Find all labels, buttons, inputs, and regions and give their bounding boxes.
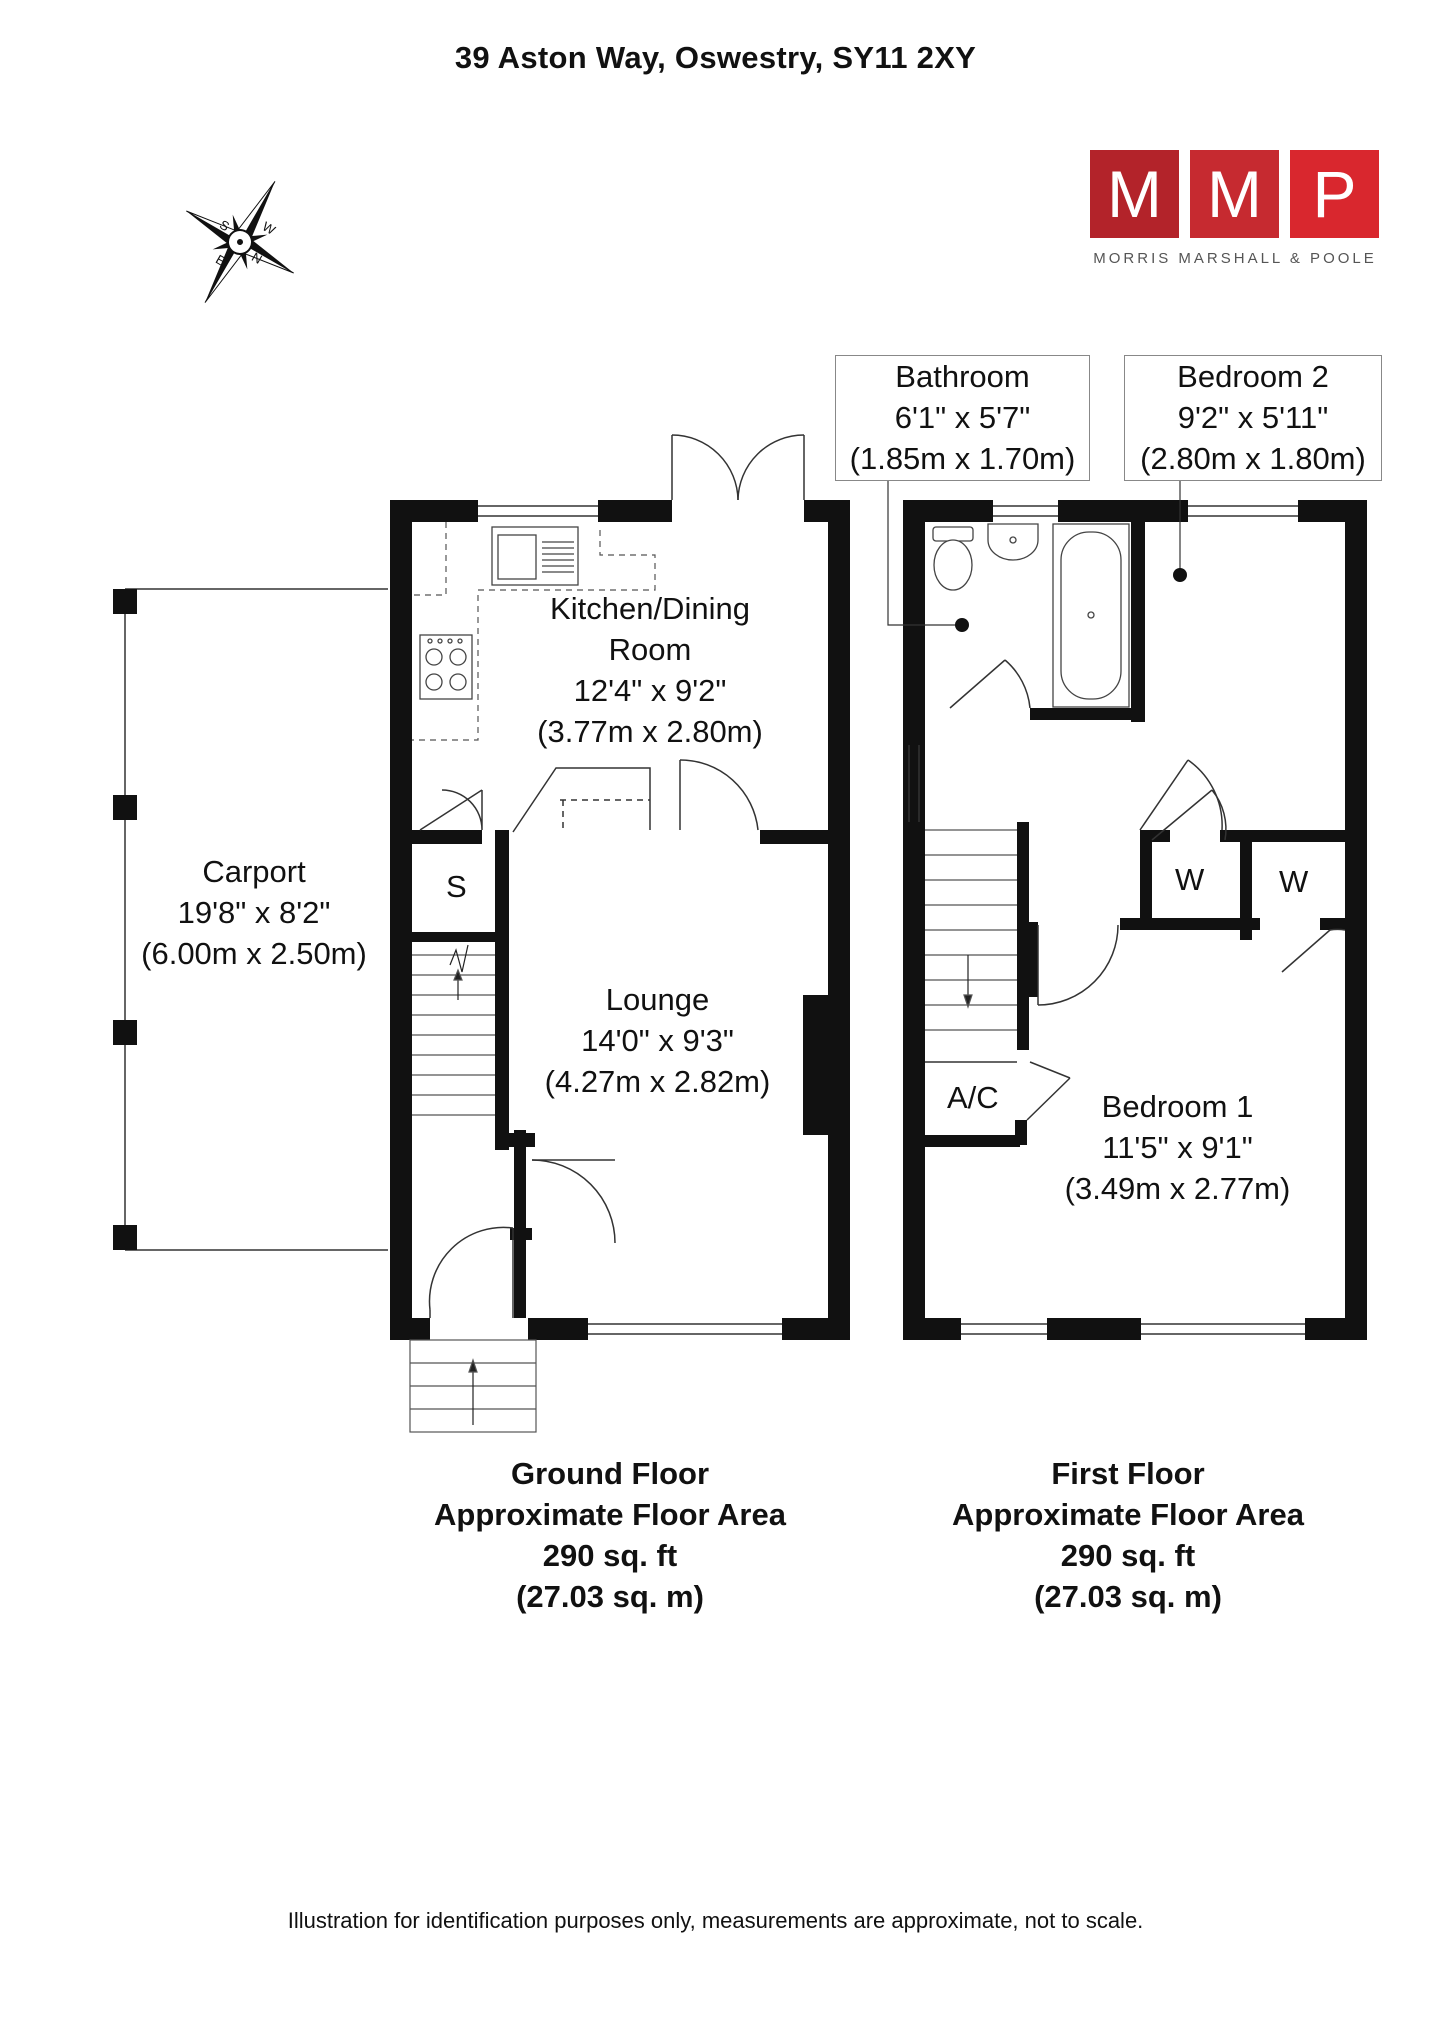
property-address: 39 Aston Way, Oswestry, SY11 2XY <box>454 40 977 75</box>
bedroom2-name: Bedroom 2 <box>1177 359 1329 394</box>
ground-floor-area: Ground Floor Approximate Floor Area 290 … <box>400 1453 820 1617</box>
french-doors <box>671 434 805 501</box>
kitchen-name: Kitchen/Dining <box>550 591 750 626</box>
bathroom-label: Bathroom 6'1" x 5'7" (1.85m x 1.70m) <box>835 355 1090 481</box>
hob-icon <box>419 634 473 700</box>
logo-tile-m2: M <box>1190 150 1279 238</box>
carport-post <box>113 1020 137 1045</box>
first-floor-plan <box>887 481 1367 1340</box>
store-label: S <box>446 869 467 904</box>
kitchen-label: Kitchen/Dining Room 12'4" x 9'2" (3.77m … <box>520 588 780 752</box>
first-floor-area: First Floor Approximate Floor Area 290 s… <box>918 1453 1338 1617</box>
chimney-breast <box>803 995 828 1135</box>
first-walls <box>903 500 1367 1340</box>
lounge-name: Lounge <box>605 982 710 1017</box>
bedroom1-metric: (3.49m x 2.77m) <box>1064 1171 1291 1206</box>
compass-icon: W S E N <box>186 181 294 303</box>
first-floor-sqm: (27.03 sq. m) <box>1034 1579 1222 1614</box>
airing-cupboard-outline <box>925 1061 1071 1079</box>
ground-floor-sqft: 290 sq. ft <box>542 1538 678 1573</box>
wardrobe1-label: W <box>1175 862 1205 897</box>
basin-icon <box>987 523 1039 561</box>
toilet-icon <box>932 526 974 591</box>
first-floor-title: First Floor <box>1051 1456 1205 1491</box>
ground-floor-title: Ground Floor <box>510 1456 710 1491</box>
leader-lines <box>887 481 1181 626</box>
bedroom1-imperial: 11'5" x 9'1" <box>1102 1130 1253 1165</box>
carport-post <box>113 795 137 820</box>
under-stair-outline <box>512 767 651 833</box>
lounge-metric: (4.27m x 2.82m) <box>544 1064 771 1099</box>
carport-imperial: 19'8" x 8'2" <box>177 895 331 930</box>
carport-post <box>113 1225 137 1250</box>
bedroom1-name: Bedroom 1 <box>1101 1089 1254 1124</box>
logo-tagline: MORRIS MARSHALL & POOLE <box>1093 250 1377 267</box>
first-floor-sqft: 290 sq. ft <box>1060 1538 1196 1573</box>
airing-cupboard-label: A/C <box>947 1080 999 1115</box>
lounge-imperial: 14'0" x 9'3" <box>581 1023 734 1058</box>
kitchen-name-2: Room <box>608 632 692 667</box>
entrance-steps <box>409 1339 537 1433</box>
logo-tile-p: P <box>1290 150 1379 238</box>
kitchen-metric: (3.77m x 2.80m) <box>537 714 763 749</box>
bathroom-marker <box>955 618 969 632</box>
carport-metric: (6.00m x 2.50m) <box>141 936 367 971</box>
kitchen-units <box>412 522 656 741</box>
bedroom2-metric: (2.80m x 1.80m) <box>1140 441 1366 476</box>
carport-label: Carport 19'8" x 8'2" (6.00m x 2.50m) <box>124 851 384 974</box>
first-windows <box>908 505 1305 1335</box>
carport-outline <box>124 588 388 1251</box>
carport-post <box>113 589 137 614</box>
agency-logo: M M P MORRIS MARSHALL & POOLE <box>1090 150 1380 275</box>
bathroom-name: Bathroom <box>895 359 1030 394</box>
bedroom2-imperial: 9'2" x 5'11" <box>1177 400 1329 435</box>
ground-floor-subtitle: Approximate Floor Area <box>434 1497 786 1532</box>
lounge-label: Lounge 14'0" x 9'3" (4.27m x 2.82m) <box>525 979 790 1102</box>
carport-name: Carport <box>202 854 306 889</box>
bedroom1-label: Bedroom 1 11'5" x 9'1" (3.49m x 2.77m) <box>1045 1086 1310 1209</box>
disclaimer-text: Illustration for identification purposes… <box>287 1908 1144 1933</box>
sink-icon <box>491 526 579 586</box>
kitchen-imperial: 12'4" x 9'2" <box>573 673 727 708</box>
first-doors <box>949 659 1346 1121</box>
ground-floor-plan <box>113 434 850 1433</box>
bathroom-imperial: 6'1" x 5'7" <box>894 400 1031 435</box>
bath-icon <box>1052 523 1130 708</box>
bedroom2-label: Bedroom 2 9'2" x 5'11" (2.80m x 1.80m) <box>1124 355 1382 481</box>
ground-stairs <box>412 944 495 1116</box>
first-floor-subtitle: Approximate Floor Area <box>952 1497 1304 1532</box>
bathroom-metric: (1.85m x 1.70m) <box>849 441 1076 476</box>
wardrobe2-label: W <box>1279 864 1309 899</box>
logo-tile-m1: M <box>1090 150 1179 238</box>
ground-windows <box>478 505 782 1335</box>
ground-doors <box>419 759 759 1318</box>
ground-floor-sqm: (27.03 sq. m) <box>516 1579 704 1614</box>
ground-walls <box>390 500 850 1340</box>
bedroom2-marker <box>1173 568 1187 582</box>
first-stairs <box>925 829 1017 1031</box>
